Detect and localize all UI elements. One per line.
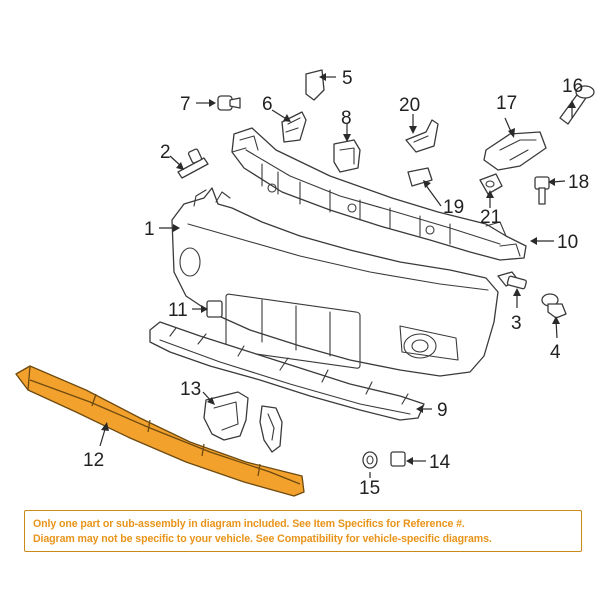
part-12-lower-valance [15, 365, 305, 497]
part-14 [390, 451, 406, 467]
part-5 [305, 69, 325, 101]
disclaimer-line-2: Diagram may not be specific to your vehi… [33, 533, 492, 545]
part-12-fill [15, 365, 305, 497]
part-2 [177, 148, 209, 179]
leader-lines [99, 73, 576, 478]
callout-9: 9 [437, 400, 448, 421]
part-10-reinforcement [231, 127, 527, 261]
callout-17: 17 [496, 93, 517, 114]
callout-2: 2 [160, 142, 171, 163]
callout-1: 1 [144, 219, 155, 240]
part-4 [541, 293, 567, 319]
part-1-bumper-cover [171, 187, 499, 377]
callout-20: 20 [399, 95, 420, 116]
callout-18: 18 [568, 172, 589, 193]
part-11 [206, 300, 223, 318]
disclaimer-line-1: Only one part or sub-assembly in diagram… [33, 518, 465, 530]
callout-4: 4 [550, 342, 561, 363]
callout-8: 8 [341, 108, 352, 129]
part-8 [333, 139, 361, 173]
part-21 [479, 173, 503, 195]
disclaimer-box: Only one part or sub-assembly in diagram… [24, 510, 582, 552]
callout-3: 3 [511, 313, 522, 334]
part-7 [217, 95, 241, 111]
part-15 [362, 451, 378, 469]
callout-11: 11 [168, 300, 188, 321]
callout-14: 14 [429, 452, 451, 473]
callout-10: 10 [557, 232, 578, 253]
callout-12: 12 [83, 450, 104, 471]
part-20 [405, 119, 439, 153]
part-18 [534, 176, 550, 205]
callout-21: 21 [480, 207, 501, 228]
callout-6: 6 [262, 94, 273, 115]
callout-7: 7 [180, 94, 191, 115]
part-9-lower-support [149, 321, 425, 421]
callout-13: 13 [180, 379, 201, 400]
part-3 [497, 271, 527, 290]
callout-5: 5 [342, 68, 353, 89]
part-17 [483, 131, 547, 171]
callout-labels: 1 2 3 4 5 6 7 8 9 10 11 12 13 14 15 16 1… [83, 68, 589, 499]
callout-19: 19 [443, 197, 464, 218]
callout-15: 15 [359, 478, 380, 499]
callout-16: 16 [562, 76, 583, 97]
part-13-brackets [203, 391, 283, 453]
